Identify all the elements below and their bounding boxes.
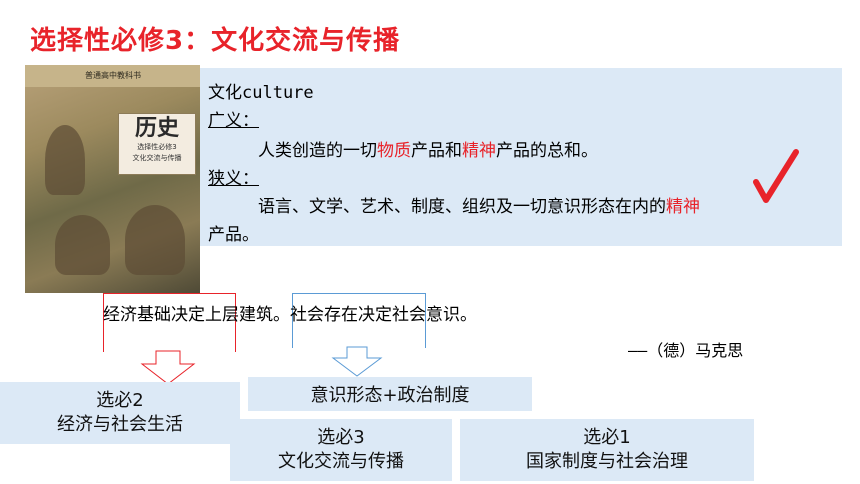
book-series: 普通高中教科书 <box>85 71 141 80</box>
broad-label: 广义： <box>208 111 259 131</box>
narrow-definition: 语言、文学、艺术、制度、组织及一切意识形态在内的精神 <box>258 197 700 217</box>
check-mark-icon <box>753 149 799 203</box>
blue-bracket <box>292 293 426 348</box>
elective-1-box: 选必1 国家制度与社会治理 <box>460 419 754 481</box>
book-volume: 选择性必修3 <box>137 143 177 151</box>
slide-title: 选择性必修3：文化交流与传播 <box>30 26 401 56</box>
book-name: 历史 <box>134 115 179 141</box>
blue-down-arrow-icon <box>331 346 383 377</box>
narrow-label: 狭义： <box>208 169 259 189</box>
marx-quote: 经济基础决定上层建筑。社会存在决定社会意识。 <box>103 305 477 325</box>
definition-box: 文化culture 广义： 人类创造的一切物质产品和精神产品的总和。 狭义： 语… <box>200 68 842 246</box>
textbook-cover-image: 普通高中教科书 历史 选择性必修3 文化交流与传播 <box>25 65 200 293</box>
elective-3-box: 选必3 文化交流与传播 <box>230 419 452 481</box>
ideology-politics-box: 意识形态+政治制度 <box>248 377 532 411</box>
book-label: 历史 选择性必修3 文化交流与传播 <box>118 113 196 175</box>
book-subtitle: 文化交流与传播 <box>132 154 182 162</box>
red-down-arrow-icon <box>140 350 196 385</box>
narrow-definition-end: 产品。 <box>208 225 259 245</box>
red-bracket <box>103 293 236 352</box>
elective-2-box: 选必2 经济与社会生活 <box>0 382 240 444</box>
quote-attribution: ——（德）马克思 <box>628 341 744 360</box>
definition-heading: 文化culture <box>208 83 314 103</box>
broad-definition: 人类创造的一切物质产品和精神产品的总和。 <box>258 141 598 161</box>
